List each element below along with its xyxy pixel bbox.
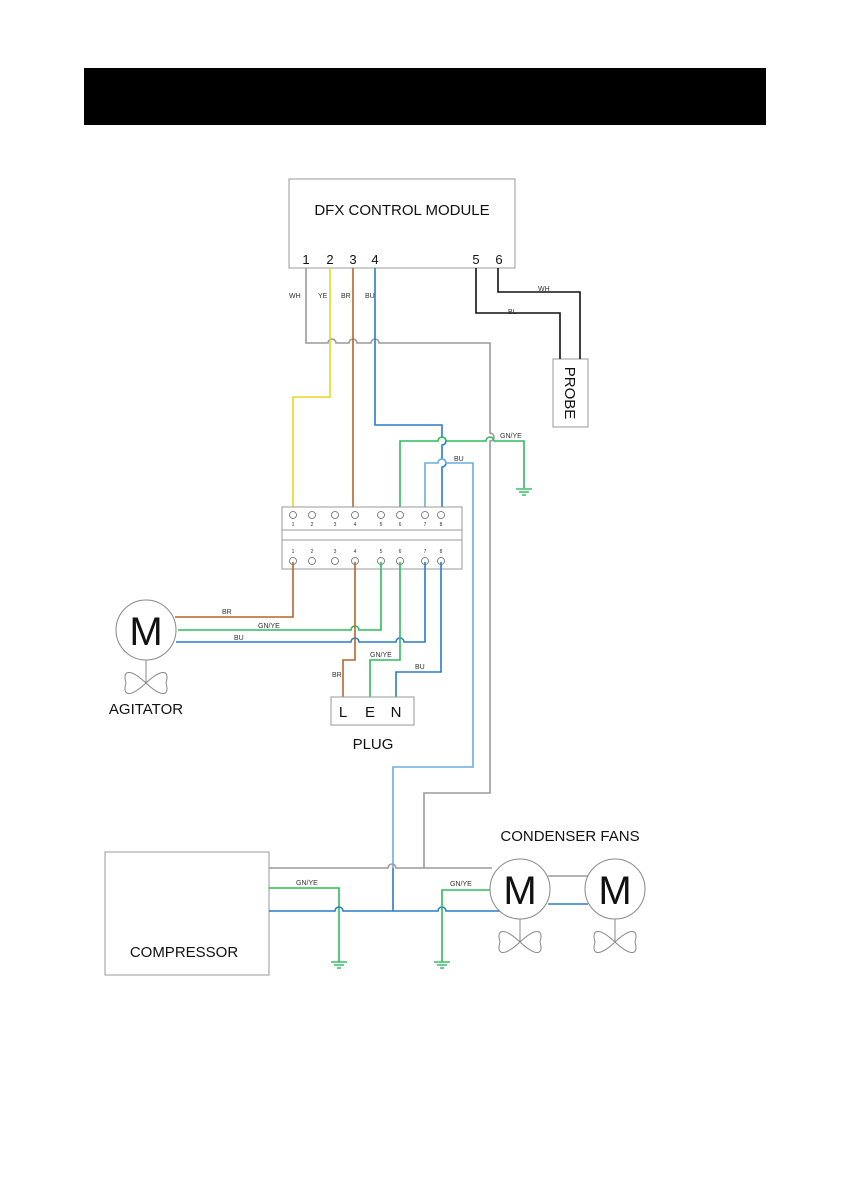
wire-label-agit-gnye: GN/YE (258, 623, 280, 630)
terminal-top-7 (421, 511, 429, 519)
compressor-label: COMPRESSOR (130, 944, 239, 961)
terminal-bottom-number: 3 (334, 549, 337, 555)
terminal-top-number: 5 (380, 522, 383, 528)
ground-icon (516, 488, 532, 496)
agitator-motor-symbol: M (129, 610, 162, 654)
wire-comp-gnye (269, 887, 340, 962)
wire-label-bu-top: BU (454, 456, 464, 463)
wire-module5-probe-bl (475, 268, 561, 359)
wire-label-wh6: WH (538, 286, 550, 293)
agitator-label: AGITATOR (109, 701, 183, 718)
plug-pin-e: E (365, 704, 375, 721)
condenser-fans-label: CONDENSER FANS (500, 828, 639, 845)
terminal-bottom-number: 2 (311, 549, 314, 555)
probe-box (552, 358, 589, 428)
terminal-bottom-number: 6 (399, 549, 402, 555)
wire-label-agit-bu: BU (234, 635, 244, 642)
wire-terminal7-bu (392, 458, 474, 868)
ground-icon (331, 961, 347, 969)
terminal-block-divider (281, 529, 463, 541)
wire-bus-wh (269, 863, 492, 869)
terminal-bottom-2 (308, 557, 316, 565)
terminal-bottom-number: 8 (440, 549, 443, 555)
terminal-top-4 (351, 511, 359, 519)
wire-label-comp-gnye: GN/YE (296, 880, 318, 887)
agitator-fan-icon (124, 672, 168, 694)
compressor-box (104, 851, 270, 976)
wire-gnye-top-ground (399, 436, 525, 507)
probe: PROBE (552, 358, 589, 428)
plug-pin-l: L (339, 704, 347, 721)
wire-module2-ye (292, 268, 331, 507)
terminal-top-6 (396, 511, 404, 519)
wire-plug-e-gnye (369, 562, 401, 698)
wire-label-plug-bu: BU (415, 664, 425, 671)
terminal-top-number: 7 (424, 522, 427, 528)
terminal-block: 1 2 3 4 5 6 7 8 1 2 3 4 5 6 7 8 (281, 506, 463, 570)
terminal-bottom-number: 1 (292, 549, 295, 555)
plug-label: PLUG (353, 736, 394, 753)
wire-module6-probe-wh (497, 268, 581, 359)
terminal-top-number: 6 (399, 522, 402, 528)
terminal-top-8 (437, 511, 445, 519)
wire-fan-gnye (441, 889, 490, 962)
module-terminal-2: 2 (326, 252, 333, 267)
fan-1-icon (498, 931, 542, 953)
module-terminal-5: 5 (472, 252, 479, 267)
condenser-fans: CONDENSER FANS M M (489, 828, 646, 953)
wire-plug-n-bu (395, 562, 442, 698)
terminal-bottom-number: 7 (424, 549, 427, 555)
plug-box (330, 696, 415, 726)
wire-agitator-br (175, 562, 294, 618)
wire-label-gnye-top: GN/YE (500, 433, 522, 440)
terminal-top-5 (377, 511, 385, 519)
wire-label-fan-gnye: GN/YE (450, 881, 472, 888)
wire-label-bu4: BU (365, 293, 375, 300)
wire-label-br3: BR (341, 293, 351, 300)
terminal-bottom-number: 5 (380, 549, 383, 555)
terminal-top-number: 2 (311, 522, 314, 528)
compressor: COMPRESSOR (104, 851, 270, 976)
wire-label-agit-br: BR (222, 609, 232, 616)
fan-2-icon (593, 931, 637, 953)
terminal-top-3 (331, 511, 339, 519)
wire-label-bl: BL (508, 309, 517, 316)
wire-module4-bu (374, 268, 447, 507)
control-module-title: DFX CONTROL MODULE (314, 202, 489, 219)
module-terminal-6: 6 (495, 252, 502, 267)
wire-label-wh1: WH (289, 293, 301, 300)
fan-motor-1-symbol: M (503, 869, 536, 913)
wire-bus-bu (269, 906, 500, 912)
terminal-top-number: 3 (334, 522, 337, 528)
wire-agitator-gnye (178, 562, 382, 631)
control-module: DFX CONTROL MODULE 1 2 3 4 5 6 (288, 178, 516, 269)
header-bar (84, 68, 766, 125)
terminal-bottom-number: 4 (354, 549, 357, 555)
wire-agitator-bu (176, 562, 426, 643)
agitator: M AGITATOR (109, 599, 183, 718)
ground-icon (434, 961, 450, 969)
probe-label: PROBE (561, 367, 578, 420)
wire-label-ye: YE (318, 293, 328, 300)
fan-motor-2-symbol: M (598, 869, 631, 913)
wire-plug-l-br (342, 562, 356, 698)
wire-label-plug-gnye: GN/YE (370, 652, 392, 659)
module-terminal-4: 4 (371, 252, 378, 267)
plug: L E N PLUG (330, 696, 415, 753)
module-terminal-3: 3 (349, 252, 356, 267)
wire-label-plug-br: BR (332, 672, 342, 679)
terminal-bottom-3 (331, 557, 339, 565)
module-terminal-1: 1 (302, 252, 309, 267)
terminal-top-1 (289, 511, 297, 519)
terminal-top-number: 8 (440, 522, 443, 528)
terminal-top-number: 1 (292, 522, 295, 528)
plug-pin-n: N (391, 704, 402, 721)
wire-module1-wh (305, 268, 495, 868)
control-module-box (288, 178, 516, 269)
terminal-top-number: 4 (354, 522, 357, 528)
terminal-top-2 (308, 511, 316, 519)
